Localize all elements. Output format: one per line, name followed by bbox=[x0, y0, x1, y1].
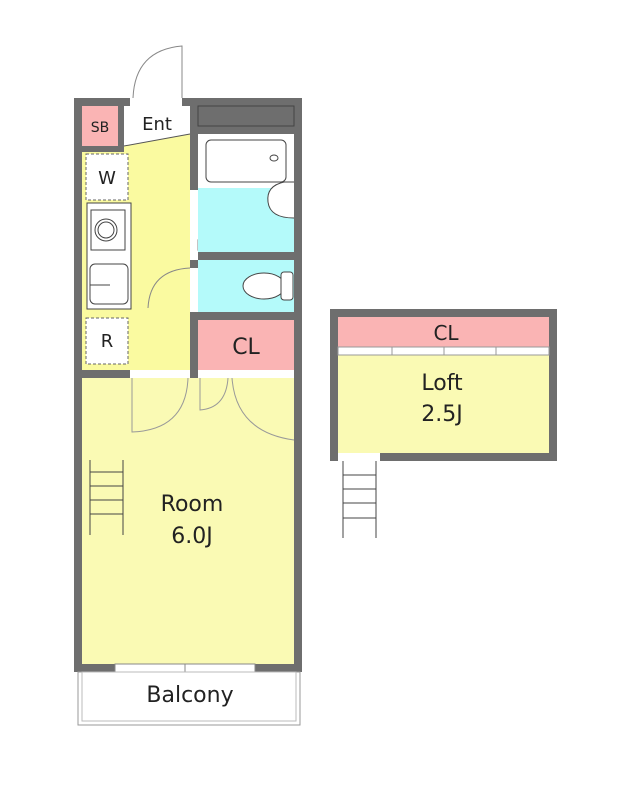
washer-space bbox=[85, 153, 129, 201]
loft-name: Loft bbox=[421, 371, 463, 396]
refrigerator-label: R bbox=[101, 331, 114, 352]
toilet-icon bbox=[242, 272, 286, 300]
loft-size: 2.5J bbox=[421, 402, 462, 427]
balcony bbox=[77, 671, 301, 726]
loft-ladder-icon bbox=[342, 461, 377, 538]
main-room bbox=[82, 378, 294, 664]
loft-opening bbox=[338, 453, 380, 461]
room-door-swing bbox=[131, 377, 189, 433]
bathtub-icon bbox=[205, 139, 287, 183]
refrigerator-space bbox=[85, 317, 129, 365]
washer-label: W bbox=[98, 168, 116, 189]
entrance-door-swing bbox=[132, 45, 183, 99]
toilet-door-opening bbox=[190, 268, 198, 312]
room-name: Room bbox=[161, 492, 224, 517]
room-door-opening bbox=[130, 370, 190, 378]
closet-door-swing bbox=[199, 377, 229, 411]
room-ladder-icon bbox=[89, 460, 124, 535]
closet-door-opening bbox=[198, 370, 294, 378]
loft-closet-label: CL bbox=[433, 321, 459, 345]
stove bbox=[90, 209, 126, 251]
balcony-label: Balcony bbox=[146, 683, 233, 708]
sink-icon bbox=[89, 263, 129, 305]
entrance-door-opening bbox=[130, 98, 182, 106]
closet bbox=[198, 320, 294, 370]
loft-closet bbox=[338, 317, 549, 347]
kitchen-counter bbox=[86, 202, 132, 310]
storage-shelf bbox=[197, 105, 295, 127]
room-size: 6.0J bbox=[171, 524, 212, 549]
bathroom-door-opening bbox=[190, 190, 198, 260]
entrance-label: Ent bbox=[142, 114, 172, 135]
entrance bbox=[124, 106, 190, 146]
divider bbox=[118, 106, 124, 146]
shoe-box bbox=[82, 106, 118, 146]
closet-label: CL bbox=[232, 335, 260, 360]
washbasin-icon bbox=[267, 181, 295, 219]
shoe-box-label: SB bbox=[91, 120, 110, 136]
stove-burner-icon bbox=[94, 218, 118, 242]
divider bbox=[82, 146, 124, 152]
toilet-door-swing bbox=[147, 267, 191, 309]
